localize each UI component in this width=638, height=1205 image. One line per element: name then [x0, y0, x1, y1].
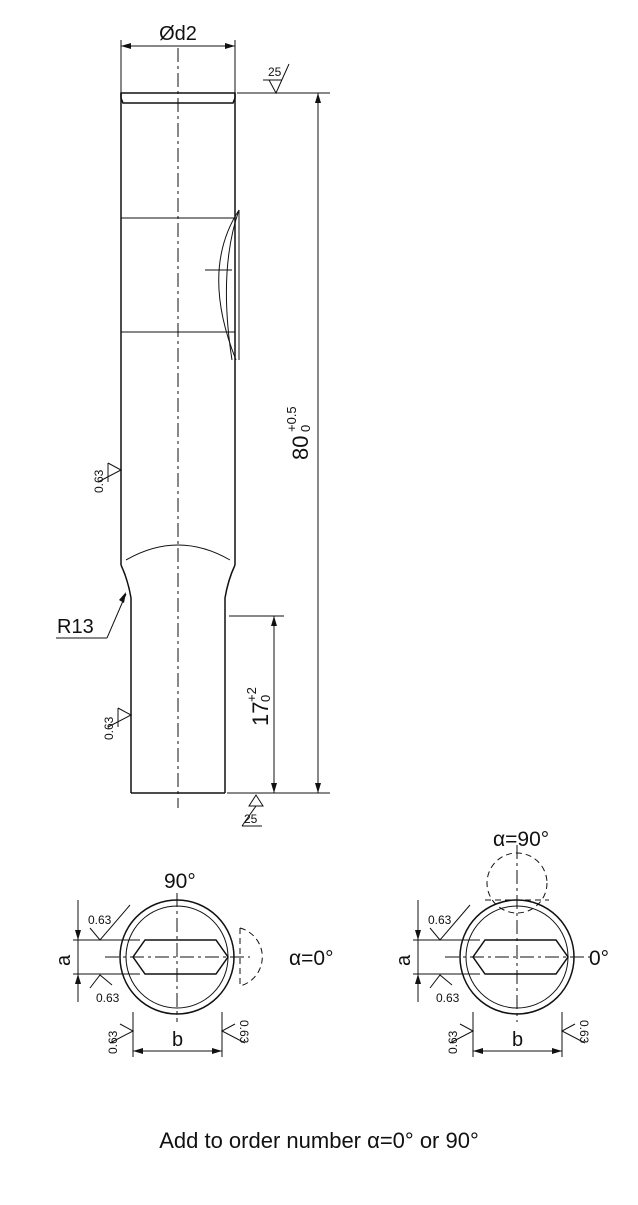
order-note-caption: Add to order number α=0° or 90°	[159, 1128, 479, 1153]
dimension-diameter: Ød2	[120, 23, 236, 93]
section-view-left: 90° α=0° a 0.63 0.63 b 0.63 0.63	[53, 870, 333, 1057]
radius-label: R13	[57, 616, 94, 638]
finish-shank-value: 0.63	[102, 716, 116, 740]
surface-finish-bottom: 25	[241, 794, 264, 827]
left-finish-b1: 0.63	[106, 1030, 120, 1054]
right-finish-upper: 0.63	[428, 913, 452, 927]
dimension-radius: R13	[56, 592, 127, 639]
surface-finish-body: 0.63	[92, 462, 123, 493]
right-side-label: 0°	[589, 947, 609, 970]
left-finish-upper: 0.63	[88, 913, 112, 927]
left-finish-lower: 0.63	[96, 991, 120, 1005]
dimension-shank-length: 17 +2 0	[229, 615, 284, 793]
dimension-total-length: 80 +0.5 0	[227, 92, 330, 794]
section-view-right: α=90° 0° a 0.63 0.63 b 0.63 0.63	[393, 828, 609, 1057]
surface-finish-shank: 0.63	[102, 707, 133, 740]
surface-finish-top: 25	[263, 63, 290, 95]
shank-length-tol-lower: 0	[258, 695, 273, 702]
left-dim-b: b	[172, 1029, 183, 1051]
left-finish-b2: 0.63	[237, 1020, 251, 1044]
right-finish-lower: 0.63	[436, 991, 460, 1005]
right-dim-b: b	[512, 1029, 523, 1051]
total-length-value: 80	[288, 436, 313, 460]
right-finish-b2: 0.63	[577, 1020, 591, 1044]
left-dim-a: a	[53, 954, 75, 966]
right-dim-a: a	[393, 954, 415, 966]
right-top-label: α=90°	[493, 828, 549, 851]
right-finish-b1: 0.63	[446, 1030, 460, 1054]
finish-body-value: 0.63	[92, 469, 106, 493]
left-side-label: α=0°	[289, 947, 333, 970]
total-length-tol-upper: +0.5	[284, 406, 299, 432]
finish-top-value: 25	[268, 65, 282, 79]
finish-bottom-value: 25	[244, 812, 258, 826]
punch-side-view	[120, 48, 240, 808]
left-top-label: 90°	[164, 870, 196, 893]
total-length-tol-lower: 0	[298, 425, 313, 432]
shank-length-value: 17	[248, 702, 273, 726]
diameter-label: Ød2	[159, 23, 197, 45]
shank-length-tol-upper: +2	[244, 687, 259, 702]
